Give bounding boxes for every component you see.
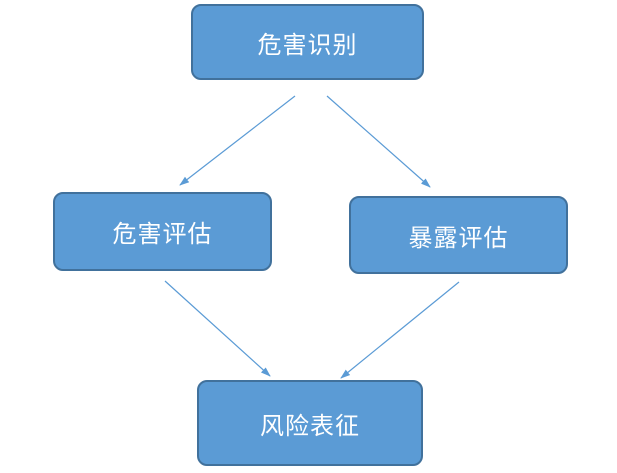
node-risk-characterization: 风险表征 [197,380,423,466]
node-hazard-assessment: 危害评估 [53,192,272,271]
node-label: 危害评估 [112,220,213,248]
node-exposure-assessment: 暴露评估 [349,196,568,274]
arrow-exposure-assessment-to-risk-characterization [340,281,460,379]
arrow-hazard-assessment-to-risk-characterization [164,280,271,377]
node-label: 危害识别 [257,30,358,59]
node-label: 风险表征 [260,411,360,440]
arrow-hazard-identification-to-hazard-assessment [179,95,296,186]
node-hazard-identification: 危害识别 [191,4,424,80]
arrow-hazard-identification-to-exposure-assessment [326,95,431,188]
node-label: 暴露评估 [408,223,509,252]
